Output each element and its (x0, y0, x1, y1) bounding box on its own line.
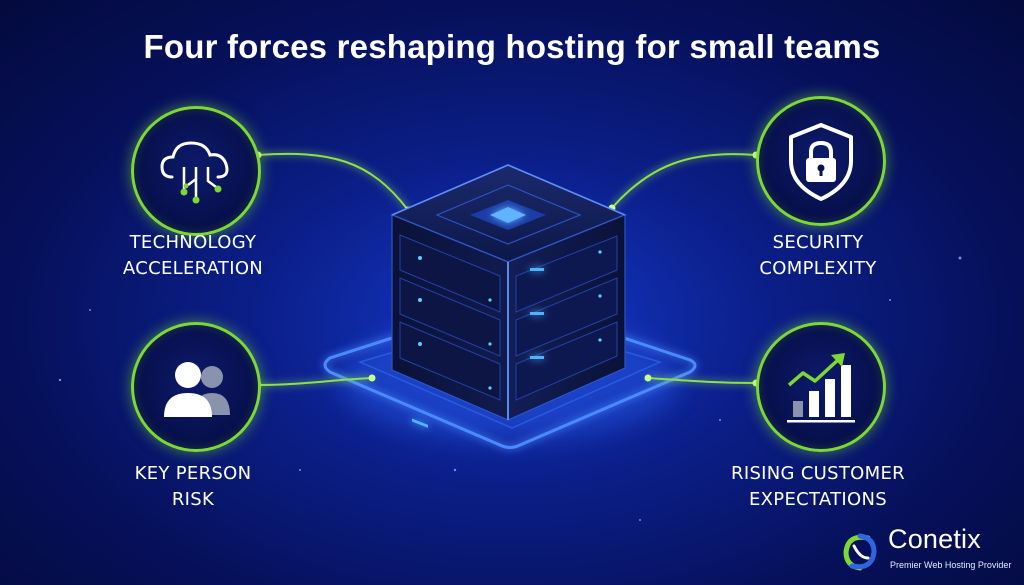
background-sparkles (58, 256, 962, 521)
force-key-person-line2: RISK (171, 489, 215, 510)
people-icon (164, 362, 230, 417)
bar-chart-growth-icon (787, 353, 855, 423)
shield-lock-icon (789, 123, 853, 201)
connector-technology (257, 152, 409, 211)
brand-tagline: Premier Web Hosting Provider (890, 560, 1012, 570)
force-customer-line2: EXPECTATIONS (749, 489, 887, 510)
force-security-line1: SECURITY (772, 232, 864, 253)
conetix-logo-icon (843, 533, 877, 571)
force-technology-line2: ACCELERATION (122, 258, 264, 279)
key-person-circle (131, 322, 261, 452)
technology-circle (131, 106, 261, 236)
connector-security (611, 153, 757, 209)
brand-logo: Conetix Premier Web Hosting Provider (838, 524, 1018, 578)
security-circle (756, 96, 886, 226)
force-technology: TECHNOLOGY ACCELERATION (83, 230, 303, 282)
connector-customer (647, 377, 757, 384)
force-technology-line1: TECHNOLOGY (129, 232, 257, 253)
server-cube-icon (390, 164, 627, 428)
connector-key-person (257, 377, 373, 386)
cloud-network-icon (160, 141, 229, 204)
page-title: Four forces reshaping hosting for small … (143, 28, 881, 65)
connector-lines (257, 152, 757, 386)
force-security-line2: COMPLEXITY (759, 258, 877, 279)
brand-name: Conetix (888, 524, 981, 554)
force-customer: RISING CUSTOMER EXPECTATIONS (708, 461, 928, 513)
force-key-person: KEY PERSON RISK (83, 461, 303, 513)
force-key-person-line1: KEY PERSON (134, 463, 252, 484)
force-customer-line1: RISING CUSTOMER (731, 463, 905, 484)
force-security: SECURITY COMPLEXITY (708, 230, 928, 282)
customer-circle (756, 322, 886, 452)
